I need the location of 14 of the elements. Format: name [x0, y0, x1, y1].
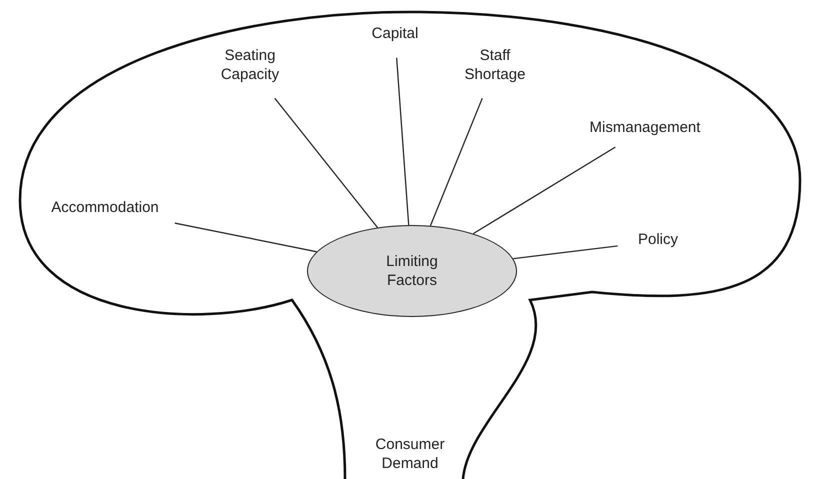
connector-line — [472, 146, 616, 234]
connector-line — [174, 222, 317, 252]
factor-label: Mismanagement — [585, 118, 705, 140]
connector-line — [396, 58, 410, 226]
connector-line — [274, 98, 378, 228]
factor-label: Seating Capacity — [200, 46, 300, 88]
factor-label: Accommodation — [40, 198, 170, 220]
factor-label: Staff Shortage — [455, 46, 535, 88]
connector-line — [430, 98, 483, 226]
factor-label: Capital — [360, 24, 430, 46]
stem-label: Consumer Demand — [374, 435, 446, 473]
ellipse-label: Limiting Factors — [385, 252, 439, 290]
connector-line — [513, 245, 618, 260]
factor-label: Policy — [630, 230, 686, 252]
